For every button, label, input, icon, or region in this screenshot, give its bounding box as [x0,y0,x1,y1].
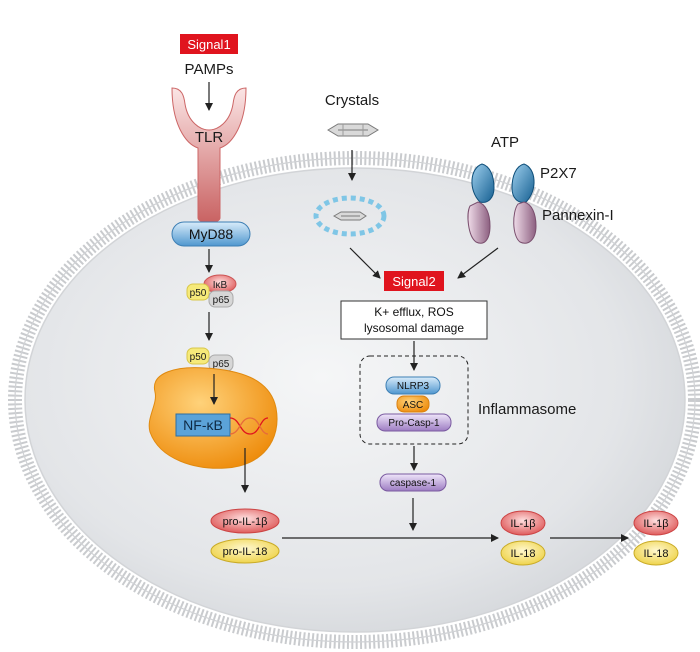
myd88-pill [171,221,251,247]
mature-il18-label: IL-18 [510,548,535,560]
ikb-p65-pill [208,290,234,308]
inflammasome-label: Inflammasome [478,401,576,418]
ikb-p65-label: p65 [213,295,230,306]
pro-il18-oval [210,538,280,564]
secreted-il18-label: IL-18 [643,548,668,560]
caspase1-pill [379,473,447,492]
mature-il1b-label: IL-1β [510,518,535,530]
atp-label: ATP [491,134,519,151]
signal1-badge [180,34,238,54]
ikb-p50-label: p50 [190,288,207,299]
tlr-label: TLR [195,129,224,146]
pro-il1b-label: pro-IL-1β [223,516,268,528]
dimer-p65-label: p65 [213,359,230,370]
dimer-p50-label: p50 [190,352,207,363]
signal2-badge [384,271,444,291]
secreted-il1b-label: IL-1β [643,518,668,530]
mature-il1b-oval [500,510,546,536]
ikb-label: IκB [213,280,228,291]
signal2-effects-line2: lysosomal damage [364,321,464,335]
crystals-label: Crystals [325,92,379,109]
procasp-label: Pro-Casp-1 [388,418,440,429]
p2x7-label: P2X7 [540,165,577,182]
myd88-label: MyD88 [189,226,234,242]
asc-pill [396,395,430,413]
tlr-receptor [171,87,247,223]
nfkb-label: NF-κB [183,417,223,433]
phagosome-vesicle [313,195,387,237]
mature-il18-oval [500,540,546,566]
ikb-p50-pill [186,283,210,301]
signal1-badge-label: Signal1 [187,37,230,52]
internalized-crystal-icon [332,211,367,221]
pannexin-right-subunit [513,201,537,244]
p2x7-right-subunit [511,163,535,203]
secreted-il18-oval [633,540,679,566]
nlrp3-pill [385,376,441,395]
secreted-il1b-oval [633,510,679,536]
procasp-pill [376,413,452,432]
signal2-badge-label: Signal2 [392,274,435,289]
p2x7-left-subunit [471,163,495,203]
signal2-effects-line1: K+ efflux, ROS [374,305,453,319]
dna-helix-icon [229,417,269,435]
dimer-p50-pill [186,347,210,365]
pamps-label: PAMPs [185,61,234,78]
nlrp3-label: NLRP3 [397,381,430,392]
asc-label: ASC [403,400,424,411]
vesicle-to-signal2-arrow [349,247,381,279]
pro-il1b-oval [210,508,280,534]
caspase1-label: caspase-1 [390,478,437,489]
pannexin-left-subunit [467,201,491,244]
crystal-icon [327,123,379,137]
signal2-effects-box [340,300,488,340]
inflammasome-dashed-box [359,355,469,445]
nfkb-box [175,413,231,437]
channel-to-signal2-arrow [457,247,499,279]
pro-il18-label: pro-IL-18 [223,546,268,558]
pannexin-label: Pannexin-I [542,207,614,224]
cell-body [24,167,686,633]
